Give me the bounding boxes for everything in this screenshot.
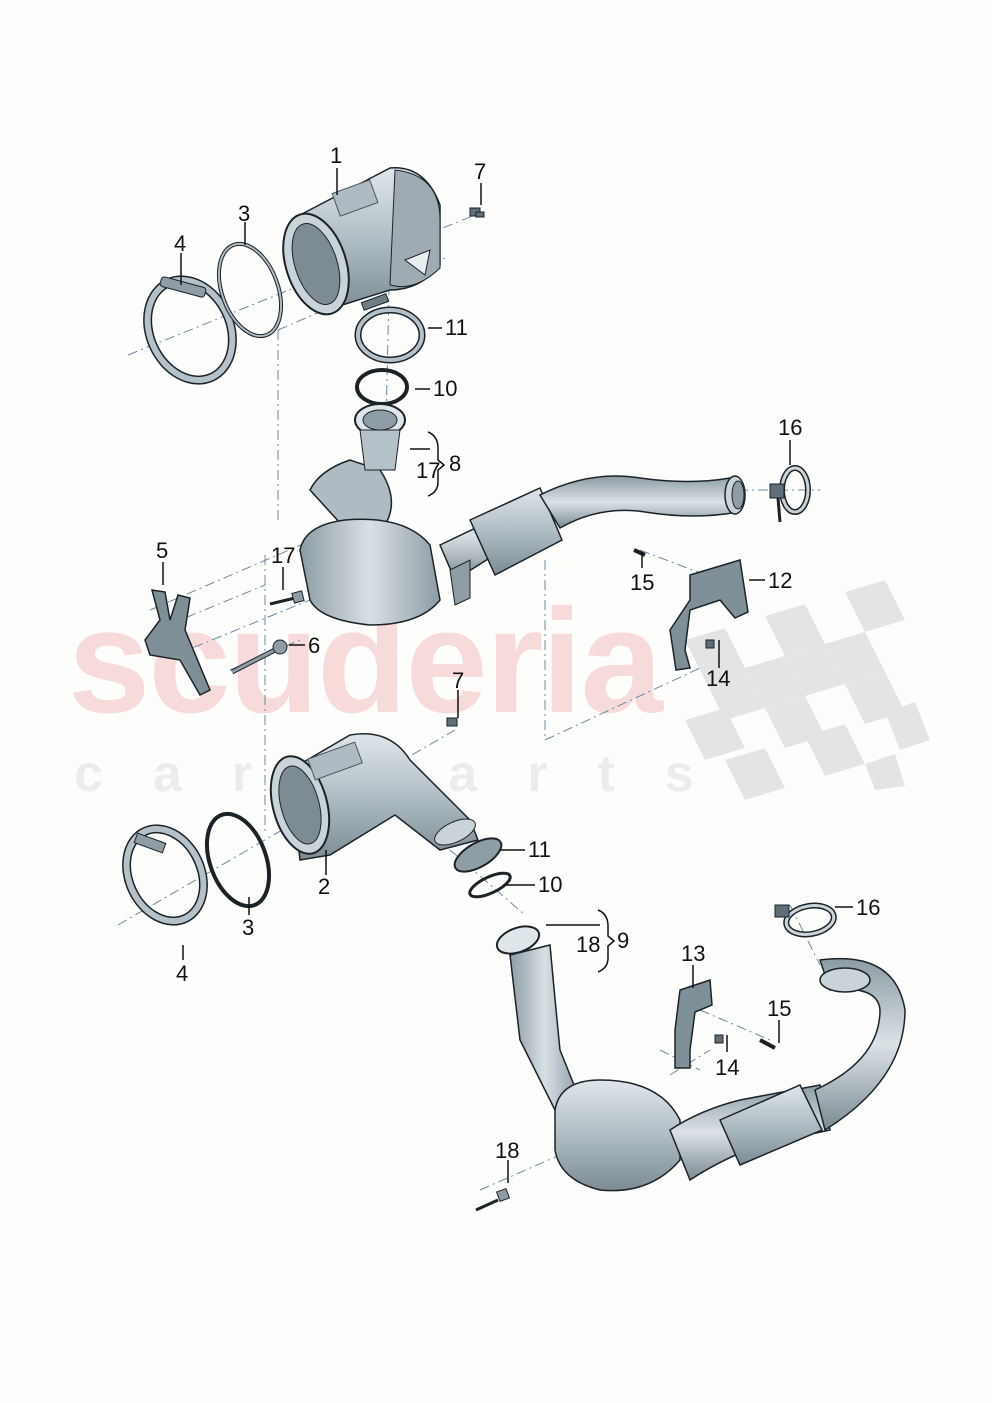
- front-pipe-assembly-upper: [299, 403, 746, 626]
- checkered-flag-watermark: [685, 580, 930, 800]
- leader-lines: [162, 168, 853, 1183]
- callout-6: 6: [308, 633, 321, 658]
- callout-15-upper: 15: [630, 570, 655, 595]
- callout-17-in-assembly: 17: [416, 458, 441, 483]
- nut-14-lower: [714, 1034, 724, 1044]
- callout-14-lower: 14: [715, 1055, 740, 1080]
- front-pipe-assembly-lower: [495, 925, 906, 1192]
- callout-2: 2: [318, 874, 331, 899]
- seal-ring-lower: [204, 811, 272, 909]
- callout-16-upper: 16: [778, 415, 803, 440]
- catalytic-converter-upper: [282, 167, 441, 316]
- stud-lower-loose: [475, 1187, 511, 1212]
- callout-8: 8: [449, 451, 462, 476]
- callout-5: 5: [156, 538, 169, 563]
- callout-18-loose: 18: [495, 1138, 520, 1163]
- seal-lower: [468, 871, 512, 899]
- callout-4-upper: 4: [174, 231, 187, 256]
- bolt-6: [230, 639, 288, 675]
- callout-16-lower: 16: [856, 895, 881, 920]
- v-band-clamp-upper: [143, 275, 237, 385]
- catalytic-converter-lower: [269, 733, 480, 861]
- footer-dot-pattern: [770, 1398, 992, 1400]
- clamp-lower: [453, 837, 503, 873]
- callout-15-lower: 15: [767, 996, 792, 1021]
- pipe-clamp-upper: [769, 465, 811, 523]
- callout-10-lower: 10: [538, 872, 563, 897]
- pipe-clamp-lower: [774, 902, 837, 938]
- screw-upper: [469, 207, 485, 218]
- callout-1: 1: [330, 143, 343, 168]
- callout-11-lower: 11: [528, 837, 551, 862]
- stud-upper-loose: [269, 590, 305, 606]
- callout-17-loose: 17: [271, 543, 296, 568]
- screw-lower: [446, 717, 458, 727]
- callout-3-lower: 3: [242, 915, 255, 940]
- nut-14-upper: [705, 639, 715, 649]
- mounting-bracket-13: [674, 978, 713, 1069]
- callout-13: 13: [681, 941, 706, 966]
- mounting-bracket-12: [669, 559, 749, 671]
- callout-4-lower: 4: [176, 961, 189, 986]
- seal-upper: [355, 368, 409, 406]
- callout-3-upper: 3: [238, 201, 251, 226]
- clamp-upper: [354, 293, 426, 364]
- callout-12: 12: [768, 568, 793, 593]
- callout-9: 9: [617, 928, 630, 953]
- callout-14-upper: 14: [706, 666, 731, 691]
- callout-10-upper: 10: [433, 376, 458, 401]
- v-band-clamp-lower: [122, 824, 208, 926]
- callout-7-lower: 7: [452, 668, 465, 693]
- bracket-5: [144, 589, 211, 696]
- bolt-15-upper: [633, 548, 646, 557]
- callout-7-upper: 7: [474, 159, 487, 184]
- bolt-15-lower: [759, 1038, 776, 1050]
- callout-18-in-assembly: 18: [576, 932, 601, 957]
- callout-11-upper: 11: [445, 315, 468, 340]
